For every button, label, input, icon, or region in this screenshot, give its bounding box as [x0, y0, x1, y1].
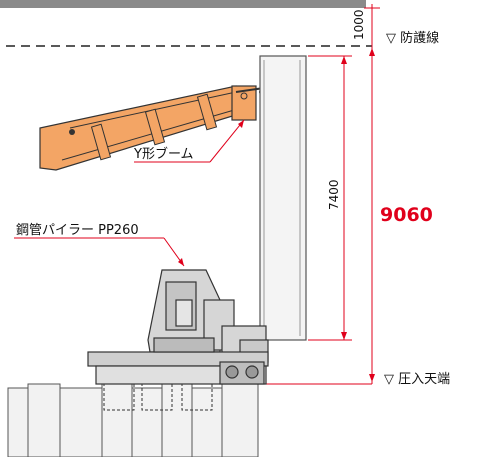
dim-pile-length: 7400 [308, 55, 352, 341]
dim-top-offset-label: 1000 [352, 9, 366, 40]
dim-pile-length-label: 7400 [327, 179, 341, 210]
pile-press-machine [87, 269, 269, 385]
steel-pile [259, 55, 307, 341]
machine-leader [14, 237, 185, 267]
machine-label: 鋼管パイラー PP260 [16, 223, 139, 238]
existing-piles [7, 383, 259, 457]
top-band [0, 0, 366, 8]
dim-total: 9060 [369, 46, 433, 384]
dim-total-label: 9060 [380, 204, 433, 226]
dim-top-offset: 1000 [352, 4, 380, 46]
pile-grippers [103, 383, 213, 411]
protection-line-label: ▽ 防護線 [386, 30, 439, 46]
boom-leader [134, 119, 245, 163]
boom-label: Y形ブーム [133, 146, 194, 162]
pressin-top-label: ▽ 圧入天端 [384, 372, 450, 387]
